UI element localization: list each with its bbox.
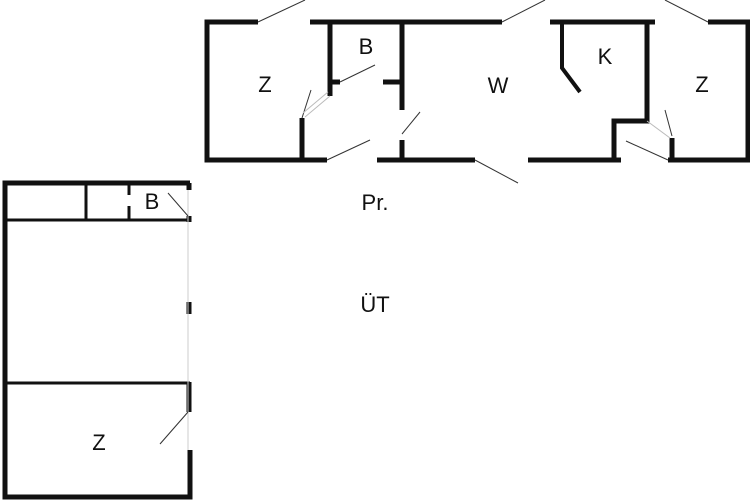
room-label-bathroom-2: B <box>144 189 160 214</box>
room-label-bedroom-1: Z <box>258 72 272 97</box>
room-label-bathroom-1: B <box>358 34 374 59</box>
upper-building-walls <box>204 19 750 163</box>
room-label-bedroom-2: Z <box>695 72 709 97</box>
room-label-living: W <box>487 73 509 98</box>
lower-building-walls <box>2 180 193 500</box>
room-label-bedroom-3: Z <box>92 430 106 455</box>
porch-label: Pr. <box>361 190 389 215</box>
outdoor-label: ÜT <box>360 292 390 317</box>
upper-building-door-swings <box>257 0 709 184</box>
lower-building-door-swings <box>159 190 189 450</box>
room-label-kitchen: K <box>597 44 613 69</box>
